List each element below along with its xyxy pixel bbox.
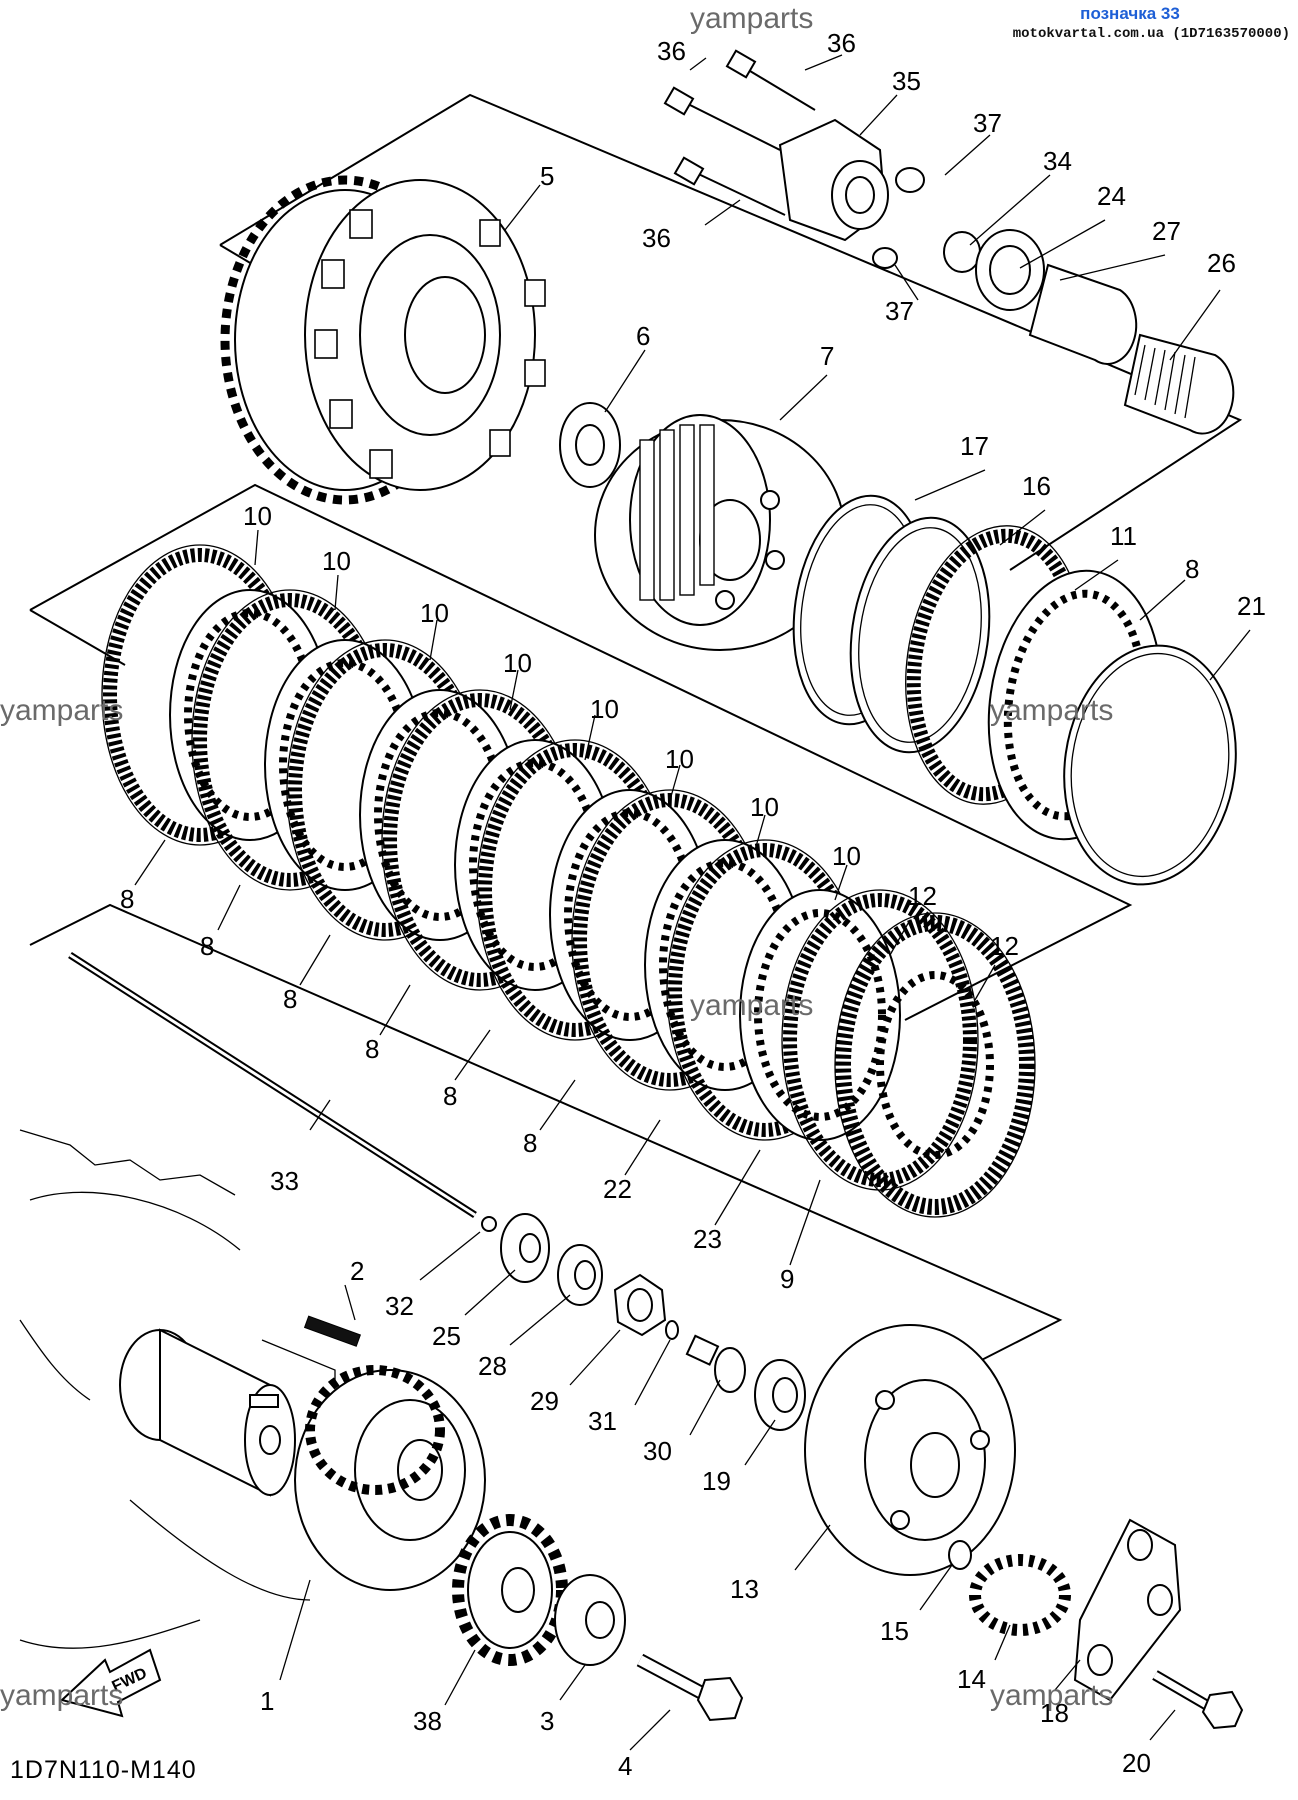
callout-4: 4: [618, 1751, 632, 1781]
watermark-text: yamparts: [0, 694, 123, 727]
callout-5: 5: [540, 161, 554, 191]
callout-14: 14: [957, 1664, 986, 1694]
primary-drive-gear-1: [294, 1365, 486, 1591]
callout-8: 8: [283, 984, 297, 1014]
diagram-code: 1D7N110-M140: [10, 1756, 197, 1784]
callout-26: 26: [1207, 248, 1236, 278]
callout-12: 12: [990, 931, 1019, 961]
callout-9: 9: [780, 1264, 794, 1294]
watermark-text: yamparts: [990, 1679, 1113, 1712]
clutch-housing-5: [220, 175, 546, 505]
callout-10: 10: [750, 792, 779, 822]
push-rod-33: [68, 952, 477, 1218]
callout-13: 13: [730, 1574, 759, 1604]
callout-37: 37: [973, 108, 1002, 138]
callout-18: 18: [1040, 1698, 1069, 1728]
clutch-boss-7: [594, 414, 846, 651]
bolt-30: [685, 1334, 746, 1393]
callout-21: 21: [1237, 591, 1266, 621]
watermark-text: yamparts: [690, 2, 813, 35]
circlip-21: [1063, 644, 1237, 886]
bolt-20: [1152, 1670, 1244, 1730]
washer-15: [948, 1540, 972, 1570]
callout-27: 27: [1152, 216, 1181, 246]
plate-stack: [101, 544, 1036, 1218]
main-shaft: [119, 1328, 296, 1497]
bearing-28: [557, 1244, 603, 1306]
callout-36: 36: [827, 28, 856, 58]
callout-32: 32: [385, 1291, 414, 1321]
ball-32: [481, 1216, 497, 1232]
callout-10: 10: [665, 744, 694, 774]
spring-plate-18: [1073, 1518, 1182, 1702]
callout-8: 8: [1185, 554, 1199, 584]
forward-arrow-icon: FWD: [59, 1648, 162, 1718]
washer-25: [500, 1213, 550, 1283]
callout-8: 8: [523, 1128, 537, 1158]
callout-24: 24: [1097, 181, 1126, 211]
spacer-3: [554, 1574, 626, 1666]
callout-33: 33: [270, 1166, 299, 1196]
callout-8: 8: [120, 884, 134, 914]
callout-25: 25: [432, 1321, 461, 1351]
callout-35: 35: [892, 66, 921, 96]
key-2: [261, 1315, 362, 1382]
callout-1: 1: [260, 1686, 274, 1716]
source-caption: motokvartal.com.ua (1D7163570000): [1012, 26, 1290, 42]
friction-plate-12-outer: [834, 912, 1036, 1218]
bolt-4: [636, 1653, 744, 1722]
callout-17: 17: [960, 431, 989, 461]
callout-38: 38: [413, 1706, 442, 1736]
callout-10: 10: [243, 501, 272, 531]
callout-11: 11: [1110, 521, 1137, 551]
callout-10: 10: [832, 841, 861, 871]
callout-20: 20: [1122, 1748, 1151, 1778]
callout-28: 28: [478, 1351, 507, 1381]
callout-10: 10: [503, 648, 532, 678]
clutch-spring-14: [969, 1554, 1071, 1636]
leader-lines: [134, 54, 1251, 1751]
callout-7: 7: [820, 341, 834, 371]
callout-19: 19: [702, 1466, 731, 1496]
pressure-plate-13: [804, 1324, 1016, 1576]
callout-31: 31: [588, 1406, 617, 1436]
nut-29: [613, 1273, 667, 1337]
callout-6: 6: [636, 321, 650, 351]
callout-37: 37: [885, 296, 914, 326]
callout-16: 16: [1022, 471, 1051, 501]
watermark-text: yamparts: [0, 1679, 123, 1712]
steel-plate-23: [739, 889, 901, 1141]
callout-numbers: 36 36 35 37 34 24 27 26 36 37 5 6 7 17 1…: [120, 28, 1266, 1781]
watermarks: yamparts yamparts yamparts yamparts yamp…: [0, 2, 1113, 1712]
callout-30: 30: [643, 1436, 672, 1466]
callout-36: 36: [642, 223, 671, 253]
o-ring-31: [665, 1320, 679, 1340]
callout-8: 8: [443, 1081, 457, 1111]
callout-23: 23: [693, 1224, 722, 1254]
callout-15: 15: [880, 1616, 909, 1646]
sensor-rotor-38: [452, 1514, 568, 1666]
callout-22: 22: [603, 1174, 632, 1204]
diagram-label-link[interactable]: позначка 33: [1080, 4, 1180, 23]
callout-34: 34: [1043, 146, 1072, 176]
bearing-19: [754, 1359, 806, 1431]
callout-36: 36: [657, 36, 686, 66]
callout-29: 29: [530, 1386, 559, 1416]
callout-8: 8: [200, 931, 214, 961]
callout-10: 10: [590, 694, 619, 724]
release-mechanism-group: [663, 49, 1235, 435]
watermark-text: yamparts: [690, 989, 813, 1022]
callout-10: 10: [322, 546, 351, 576]
callout-8: 8: [365, 1034, 379, 1064]
crankcase-outline: [19, 1129, 311, 1649]
callout-10: 10: [420, 598, 449, 628]
thrust-washer-6: [559, 402, 621, 488]
callout-12: 12: [908, 881, 937, 911]
callout-3: 3: [540, 1706, 554, 1736]
watermark-text: yamparts: [990, 694, 1113, 727]
callout-2: 2: [350, 1256, 364, 1286]
